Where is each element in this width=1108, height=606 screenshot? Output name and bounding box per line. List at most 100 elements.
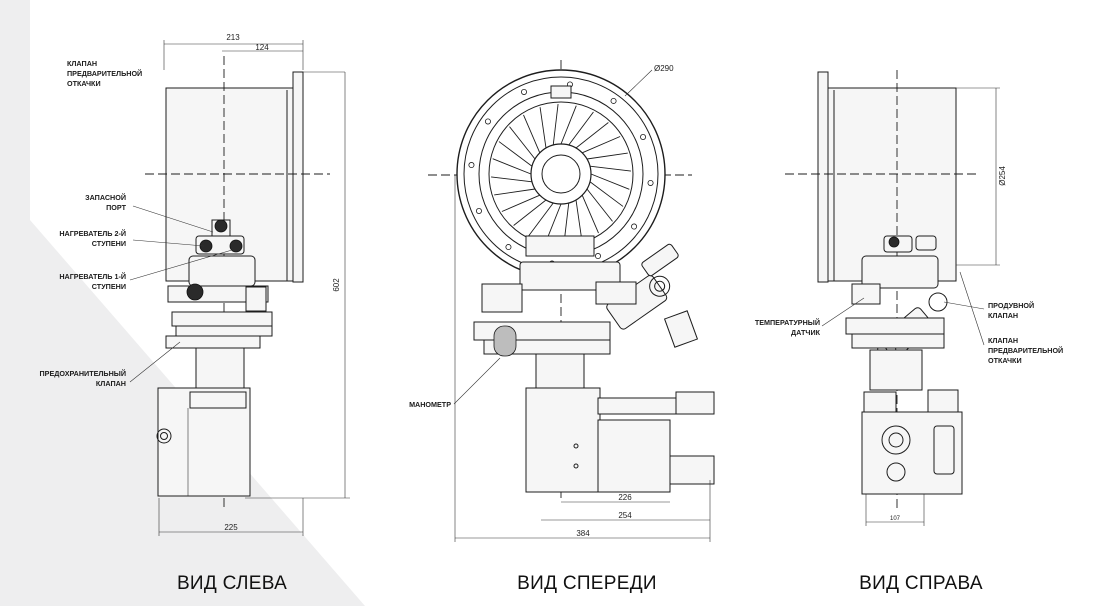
- left-valve-disc: [186, 283, 204, 301]
- vane: [575, 122, 609, 149]
- front-connector-top: [675, 391, 715, 415]
- vane: [523, 114, 541, 153]
- vane: [589, 165, 631, 172]
- vane: [501, 194, 540, 212]
- dim-254: 254: [618, 511, 632, 520]
- vane: [513, 199, 547, 226]
- callout-heater2-2: СТУПЕНИ: [92, 239, 126, 248]
- dim-384: 384: [576, 529, 590, 538]
- callout-right-purge-1: КЛАПАН: [988, 336, 1018, 345]
- flange-bolt: [521, 88, 528, 95]
- right-lower-flange: [851, 333, 945, 349]
- left-flange: [292, 71, 304, 283]
- vane: [590, 173, 630, 190]
- right-view: Ø254 107: [755, 70, 1063, 526]
- left-elbow: [245, 286, 267, 312]
- flange-bolt: [505, 244, 512, 251]
- flange-bolt: [475, 207, 482, 214]
- dim-107: 107: [890, 516, 901, 522]
- right-coldhead: [861, 255, 939, 289]
- callout-temp-2: ДАТЧИК: [791, 328, 821, 337]
- flange-bolt: [468, 162, 475, 169]
- callout-spare-port-1: ЗАПАСНОЙ: [85, 193, 126, 202]
- callout-blow-2: КЛАПАН: [988, 311, 1018, 320]
- title-front-view: ВИД СПЕРЕДИ: [517, 573, 657, 594]
- vane: [581, 195, 599, 234]
- dim-602: 602: [332, 278, 341, 292]
- dim-213: 213: [226, 33, 240, 42]
- front-view: Ø290: [409, 60, 715, 542]
- front-coldhead: [519, 261, 621, 291]
- callout-temp-1: ТЕМПЕРАТУРНЫЙ: [755, 318, 820, 327]
- right-neck: [869, 349, 923, 391]
- vane: [586, 188, 613, 222]
- heater-1-cap: [229, 239, 243, 253]
- flange-bolt: [594, 253, 601, 260]
- vane: [528, 202, 554, 237]
- left-compressor-handle: [189, 391, 247, 409]
- right-upper-box: [863, 391, 897, 413]
- front-left-port: [481, 283, 523, 313]
- callout-heater1-1: НАГРЕВАТЕЛЬ 1-Й: [59, 272, 126, 281]
- vane: [498, 141, 533, 167]
- left-main-flange: [171, 311, 273, 327]
- heater-2-cap: [199, 239, 213, 253]
- left-lower-flange: [175, 325, 273, 337]
- vane: [509, 126, 536, 160]
- callout-heater2-1: НАГРЕВАТЕЛЬ 2-Й: [59, 229, 126, 238]
- callout-left-purge-3: ОТКАЧКИ: [67, 79, 101, 88]
- right-left-port: [851, 283, 881, 305]
- vane: [589, 181, 624, 207]
- callout-safety-2: КЛАПАН: [96, 379, 126, 388]
- front-compressor: [525, 387, 601, 493]
- front-vanes: [468, 81, 654, 267]
- vane: [568, 111, 594, 146]
- vane: [582, 136, 621, 154]
- dim-225: 225: [224, 523, 238, 532]
- vane: [560, 105, 577, 145]
- right-main-flange: [845, 317, 945, 335]
- front-motor: [597, 419, 671, 493]
- callout-heater1-2: СТУПЕНИ: [92, 282, 126, 291]
- callout-left-purge-2: ПРЕДВАРИТЕЛЬНОЙ: [67, 69, 142, 78]
- dim-d254: Ø254: [998, 166, 1007, 186]
- flange-bolt: [640, 134, 647, 141]
- flange-bolt: [484, 118, 491, 125]
- vane: [539, 107, 547, 149]
- front-connector-bottom: [669, 455, 715, 485]
- title-left-view: ВИД СЛЕВА: [176, 573, 288, 594]
- vane: [586, 152, 628, 160]
- flange-bolt: [631, 223, 638, 230]
- callout-right-purge-2: ПРЕДВАРИТЕЛЬНОЙ: [988, 346, 1063, 355]
- dim-d290: Ø290: [654, 64, 674, 73]
- vane: [552, 104, 559, 146]
- callout-spare-port-2: ПОРТ: [106, 203, 126, 212]
- front-sensor-tube: [641, 243, 679, 277]
- front-top-tab: [550, 85, 572, 99]
- right-top-nozzle: [915, 235, 937, 251]
- spare-port-cap: [214, 219, 228, 233]
- right-flange: [817, 71, 829, 283]
- front-manometer: [493, 325, 517, 357]
- left-safety-flange: [165, 335, 261, 349]
- left-view: 213 124 602: [40, 33, 350, 536]
- callout-right-purge-3: ОТКАЧКИ: [988, 356, 1022, 365]
- vane: [575, 199, 583, 241]
- dim-226: 226: [618, 493, 632, 502]
- front-right-port: [595, 281, 637, 305]
- front-neck: [535, 353, 585, 391]
- callout-left-purge-1: КЛАПАН: [67, 59, 97, 68]
- left-neck: [195, 347, 245, 391]
- right-blow-valve: [928, 292, 948, 312]
- vane: [491, 176, 533, 183]
- callout-manometer: МАНОМЕТР: [409, 400, 451, 409]
- callout-safety-1: ПРЕДОХРАНИТЕЛЬНЫЙ: [40, 369, 126, 378]
- front-side-box: [663, 310, 699, 348]
- vane: [494, 188, 536, 196]
- title-right-view: ВИД СПРАВА: [859, 573, 983, 594]
- callout-blow-1: ПРОДУВНОЙ: [988, 301, 1034, 310]
- front-motor-pipe: [597, 397, 681, 415]
- dim-124: 124: [255, 43, 269, 52]
